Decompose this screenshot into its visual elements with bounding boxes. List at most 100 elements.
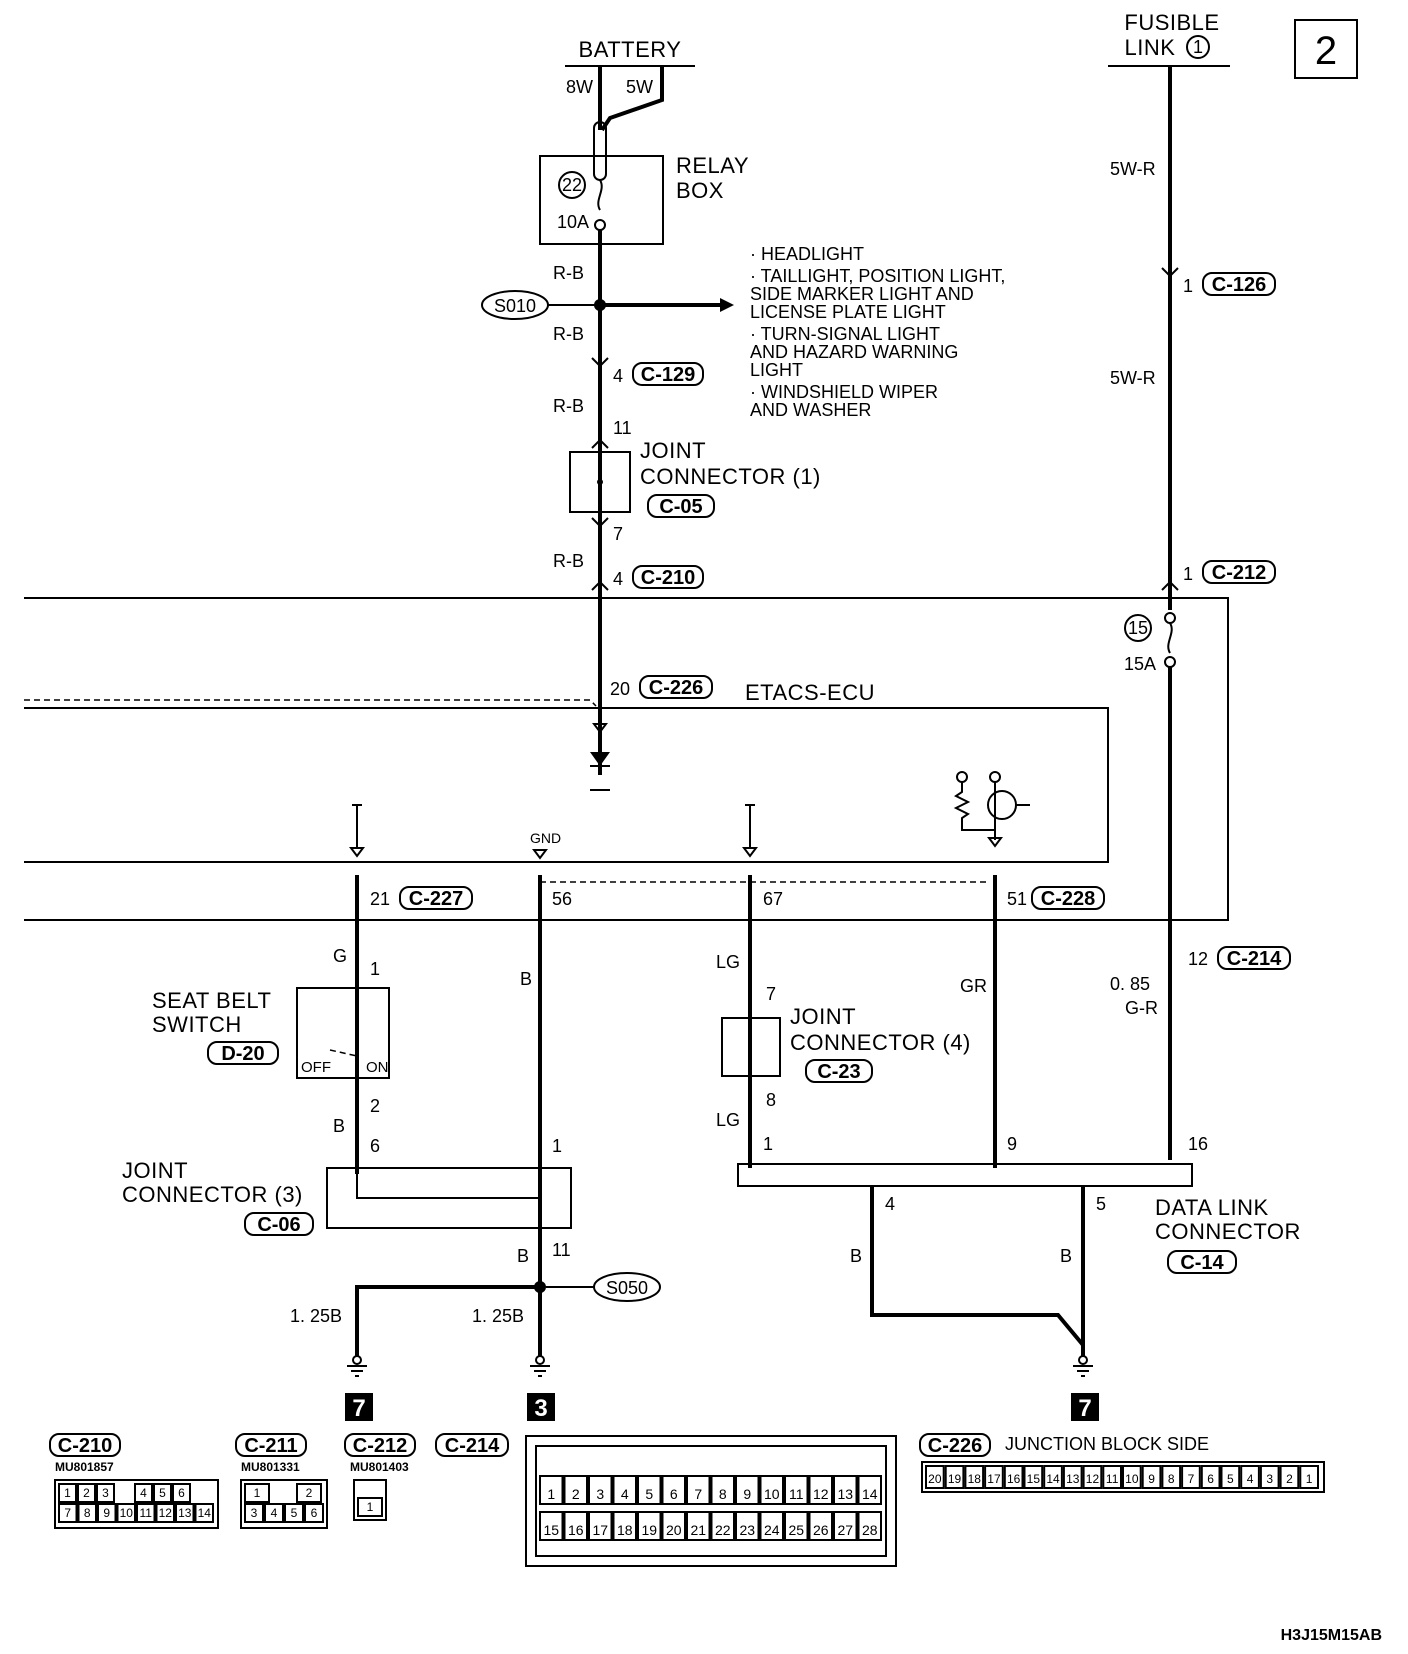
legend-c211-part: MU801331	[241, 1460, 300, 1474]
legend-c226-cell-box	[944, 1465, 965, 1489]
wire-color-5wr-1: 5W-R	[1110, 159, 1156, 179]
conn-c05-pill	[647, 494, 715, 518]
legend-c214-cell-box	[710, 1511, 735, 1541]
legend-c212-body	[353, 1479, 387, 1521]
legend-c214-cell-box	[539, 1475, 564, 1505]
ground-ref-right-box[interactable]	[1071, 1393, 1099, 1421]
splice-s050-label: S050	[606, 1278, 648, 1298]
legend-c226-cell-box	[1299, 1465, 1320, 1489]
legend-c214-inner	[535, 1445, 887, 1557]
wire-color-b-dl4: B	[850, 1246, 862, 1266]
relay-fuse-amp: 10A	[557, 212, 589, 232]
legend-c211-cell-box	[264, 1503, 284, 1523]
legend-c210-cell: 7	[64, 1506, 71, 1520]
ground-ref-left[interactable]: 7	[352, 1395, 365, 1422]
pin-7: 7	[613, 524, 623, 544]
legend-c226-pill	[919, 1433, 991, 1457]
legend-c212-cells: 1	[357, 1497, 383, 1517]
stub-67-arrow-icon	[742, 847, 758, 858]
legend-c210-cell-box	[116, 1503, 136, 1523]
legend-c214-cell: 24	[764, 1522, 780, 1538]
conn-c210: C-210	[641, 567, 695, 589]
legend-c226-cell: 3	[1266, 1472, 1273, 1486]
legend-c210-cell-box	[97, 1503, 117, 1523]
legend-c214-cell: 15	[543, 1522, 559, 1538]
legend-c226-cell-box	[1003, 1465, 1024, 1489]
joint-connector-4-box	[721, 1017, 781, 1077]
conn-c129: C-129	[641, 364, 695, 386]
battery-wire-left: 8W	[566, 77, 593, 97]
legend-c210-body	[54, 1479, 219, 1529]
pin-51: 51	[1007, 889, 1027, 909]
legend-c226-cell-box	[1043, 1465, 1063, 1489]
legend-c226-cell-box	[1181, 1465, 1201, 1489]
legend-c210-cell-box	[155, 1503, 175, 1523]
etacs-label: ETACS-ECU	[745, 680, 875, 705]
branch-note-5: · TURN-SIGNAL LIGHT	[750, 324, 940, 344]
legend-c214-cell: 17	[592, 1522, 608, 1538]
etacs-fuse-terminal-top	[1164, 612, 1176, 624]
ground-left-icon	[347, 1355, 367, 1377]
conn-c14: C-14	[1180, 1252, 1224, 1274]
pin-dl-1: 1	[763, 1134, 773, 1154]
etacs-fuse-terminal-bottom	[1164, 656, 1176, 668]
wire-color-rb-3: R-B	[553, 396, 584, 416]
pin-c129: 4	[613, 366, 623, 386]
etacs-fuse-number: 15	[1128, 618, 1148, 638]
pin-jc4-8: 8	[766, 1090, 776, 1110]
conn-c214-pill	[1217, 946, 1291, 970]
pin-jc3-11: 11	[552, 1240, 571, 1260]
wire-color-gr-085: G-R	[1125, 998, 1158, 1018]
legend-c214-cell: 3	[596, 1486, 604, 1502]
conn-c06: C-06	[257, 1214, 300, 1236]
diode-icon	[590, 752, 610, 766]
ground-ref-left-box[interactable]	[345, 1393, 373, 1421]
legend-c214-cell: 20	[666, 1522, 682, 1538]
legend-c214-cell: 6	[670, 1486, 678, 1502]
legend-c210-cell-box	[58, 1503, 78, 1523]
legend-c214-cell-box	[539, 1511, 564, 1541]
etacs-fuse-number-circle	[1124, 614, 1152, 642]
legend-c226-cell: 10	[1125, 1472, 1139, 1486]
legend-c211-cell: 5	[291, 1506, 298, 1520]
branch-note-3: SIDE MARKER LIGHT AND	[750, 284, 974, 304]
conn-c226: C-226	[649, 677, 703, 699]
legend-c226-cell: 4	[1247, 1472, 1254, 1486]
legend-c226-cell-box	[1279, 1465, 1300, 1489]
legend-c214-cell: 12	[813, 1486, 829, 1502]
legend-c214-cell-box	[637, 1475, 662, 1505]
legend-c210-cell-box	[77, 1503, 97, 1523]
pin-67: 67	[763, 889, 783, 909]
pin-56: 56	[552, 889, 572, 909]
legend-c210-cell-box	[134, 1483, 153, 1503]
legend-c214-cell-box	[784, 1475, 809, 1505]
data-link-title-1: DATA LINK	[1155, 1195, 1269, 1220]
legend-c210-cell-box	[175, 1503, 195, 1523]
legend-c214-cell-box	[612, 1511, 637, 1541]
legend-c214-cell-box	[759, 1475, 784, 1505]
ground-ref-middle-box[interactable]	[527, 1393, 555, 1421]
legend-c214-cell-box	[710, 1475, 735, 1505]
stub-21	[352, 804, 362, 848]
ground-ref-right[interactable]: 7	[1078, 1395, 1091, 1422]
legend-c226-cell: 20	[928, 1472, 942, 1486]
seat-belt-on: ON	[366, 1059, 389, 1076]
conn-d20-pill	[207, 1041, 279, 1065]
legend-c211-pill	[235, 1433, 307, 1457]
pin-12: 12	[1188, 949, 1208, 969]
conn-c126-pill	[1202, 272, 1276, 296]
legend-c214-cell-box	[735, 1511, 760, 1541]
legend-c226-body	[921, 1461, 1325, 1493]
ground-ref-middle[interactable]: 3	[534, 1395, 547, 1422]
legend-c212-code: C-212	[353, 1435, 407, 1457]
data-link-connector-bar	[737, 1163, 1193, 1187]
page-number-box	[1294, 19, 1358, 79]
wire-color-rb-1: R-B	[553, 263, 584, 283]
legend-c214-cell: 27	[837, 1522, 853, 1538]
legend-c214-cell: 13	[837, 1486, 853, 1502]
joint-connector-1-dot	[597, 479, 603, 485]
pin-11: 11	[613, 418, 632, 438]
wire-gauge-085: 0. 85	[1110, 974, 1150, 994]
legend-c212-pill	[344, 1433, 416, 1457]
